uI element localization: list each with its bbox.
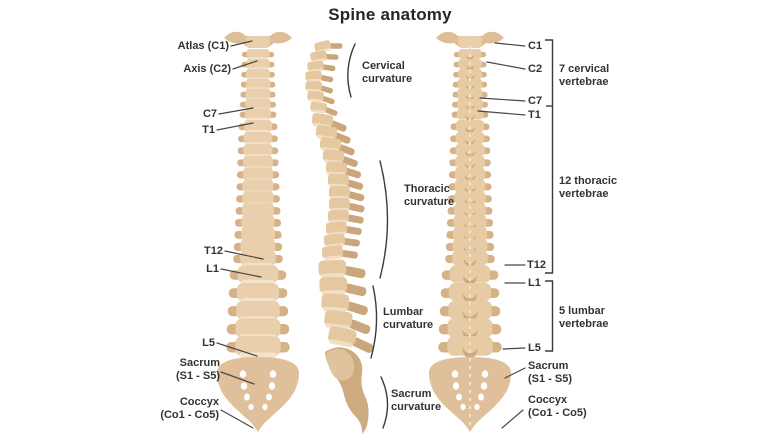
label-left-c7: C7 <box>202 108 217 120</box>
vertebrae-group-brackets <box>545 39 554 352</box>
page-title: Spine anatomy <box>328 5 452 24</box>
label-left-t1: T1 <box>202 124 215 136</box>
left-leader-lines <box>216 40 264 429</box>
label-right-l5: L5 <box>528 342 541 354</box>
curvature-braces <box>347 43 389 429</box>
label-right-sacrum: Sacrum (S1 - S5) <box>528 360 573 385</box>
label-thoracic-curvature: Thoracic curvature <box>404 183 455 208</box>
label-sacrum-curvature: Sacrum curvature <box>391 388 442 413</box>
label-cervical-curvature: Cervical curvature <box>362 60 413 85</box>
sacrum-range: (S1 - S5) <box>175 370 220 382</box>
spine-front-view <box>217 31 299 432</box>
label-right-c7: C7 <box>528 95 543 107</box>
spine-back-view <box>429 31 511 432</box>
label-thoracic-group: 12 thoracic vertebrae <box>559 175 618 200</box>
label-right-c1: C1 <box>528 40 543 52</box>
label-left-l1: L1 <box>206 263 219 275</box>
right-leader-lines <box>477 42 526 429</box>
label-right-l1: L1 <box>528 277 541 289</box>
label-left-l5: L5 <box>202 337 215 349</box>
label-right-coccyx: Coccyx (Co1 - Co5) <box>528 394 587 419</box>
label-lumbar-curvature: Lumbar curvature <box>383 306 434 331</box>
coccyx-name: Coccyx <box>179 396 219 408</box>
label-lumbar-group: 5 lumbar vertebrae <box>559 305 609 330</box>
label-right-t12: T12 <box>527 259 546 271</box>
spine-side-view <box>305 36 378 434</box>
label-left-sacrum: Sacrum (S1 - S5) <box>176 357 220 383</box>
label-left-coccyx: Coccyx (Co1 - Co5) <box>160 396 219 422</box>
label-atlas-c1: Atlas (C1) <box>177 40 229 52</box>
label-cervical-group: 7 cervical vertebrae <box>559 63 610 88</box>
label-right-c2: C2 <box>528 63 543 75</box>
sacrum-name: Sacrum <box>179 357 220 369</box>
label-left-t12: T12 <box>204 245 223 257</box>
label-right-t1: T1 <box>528 109 541 121</box>
coccyx-range: (Co1 - Co5) <box>160 409 219 421</box>
label-axis-c2: Axis (C2) <box>183 63 231 75</box>
